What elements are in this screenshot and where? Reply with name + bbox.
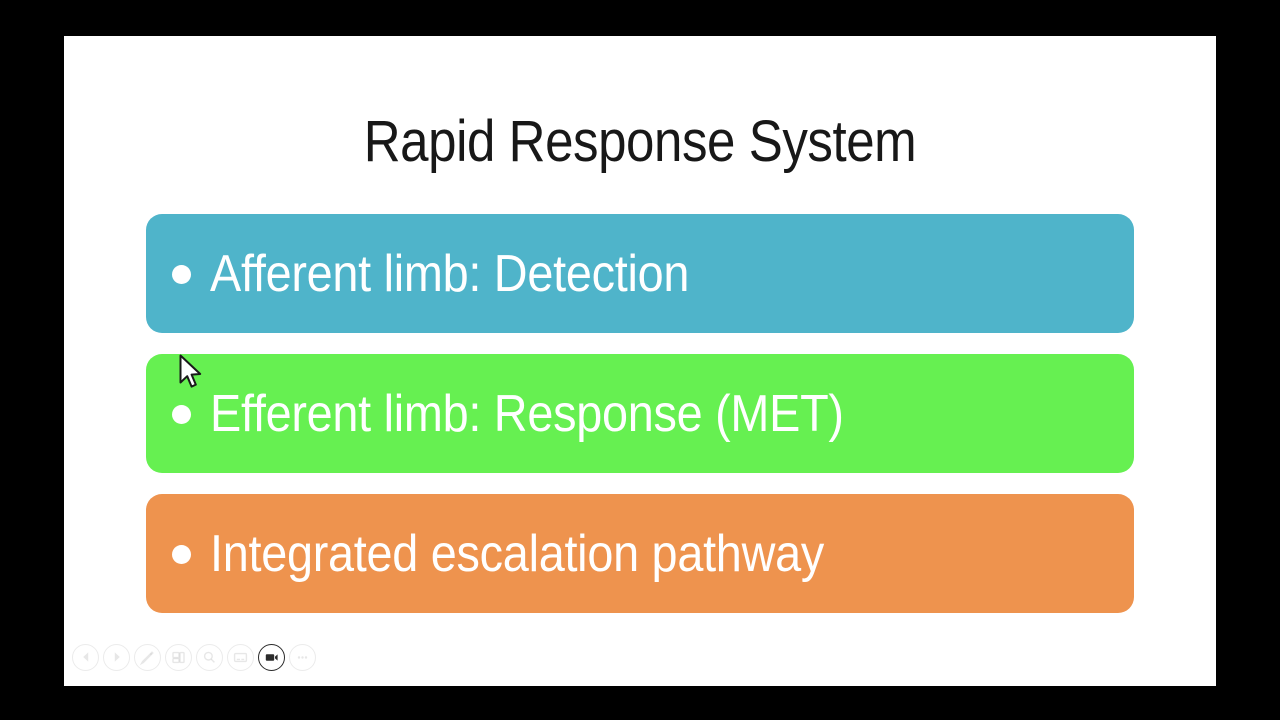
- bullet-box-escalation-pathway[interactable]: Integrated escalation pathway: [146, 494, 1134, 613]
- ellipsis-icon: [297, 655, 308, 659]
- grid-slides-icon: [172, 651, 185, 663]
- bullet-box-afferent-limb[interactable]: Afferent limb: Detection: [146, 214, 1134, 333]
- subtitles-button[interactable]: [227, 643, 254, 671]
- presentation-toolbar: [68, 640, 316, 674]
- pen-button[interactable]: [134, 643, 161, 671]
- bullet-text: Integrated escalation pathway: [210, 524, 824, 583]
- bullet-dot-icon: [172, 545, 191, 564]
- subtitles-icon: [233, 652, 248, 662]
- bullet-dot-icon: [172, 265, 191, 284]
- bullet-text: Afferent limb: Detection: [210, 244, 690, 303]
- bullet-list: Afferent limb: Detection Efferent limb: …: [146, 214, 1134, 634]
- next-slide-button[interactable]: [103, 643, 130, 671]
- camera-button[interactable]: [258, 643, 285, 671]
- slide-canvas: Rapid Response System Afferent limb: Det…: [64, 36, 1216, 686]
- magnifier-icon: [203, 651, 215, 663]
- bullet-dot-icon: [172, 405, 191, 424]
- video-camera-icon: [265, 653, 278, 661]
- caret-right-icon: [114, 652, 120, 662]
- slide-title: Rapid Response System: [363, 109, 917, 174]
- previous-slide-button[interactable]: [72, 643, 99, 671]
- pen-icon: [139, 650, 154, 665]
- more-options-button[interactable]: [289, 643, 316, 671]
- caret-left-icon: [82, 652, 88, 662]
- zoom-in-button[interactable]: [196, 643, 223, 671]
- bullet-text: Efferent limb: Response (MET): [210, 384, 844, 443]
- all-slides-button[interactable]: [165, 643, 192, 671]
- bullet-box-efferent-limb[interactable]: Efferent limb: Response (MET): [146, 354, 1134, 473]
